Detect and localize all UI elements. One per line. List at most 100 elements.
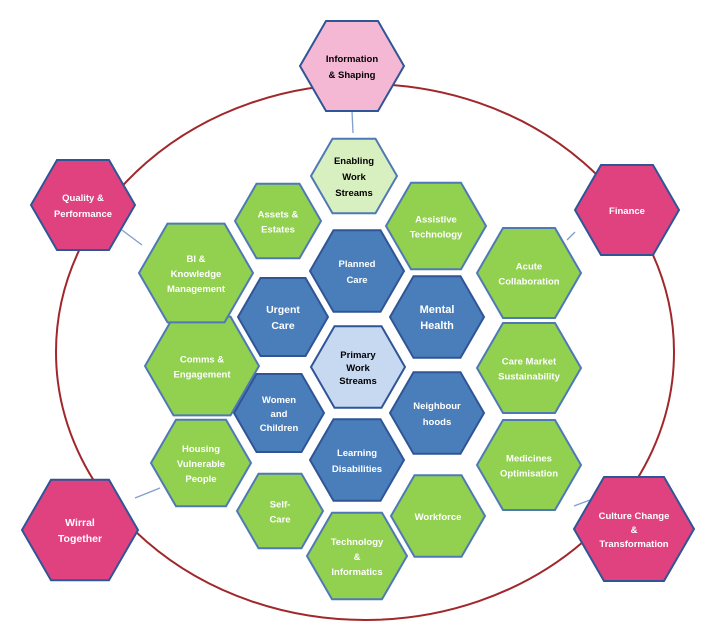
enabling-workforce-label-line: Workforce: [415, 512, 462, 523]
enabling-self-care-shape: [235, 472, 325, 550]
enabling-housing-vulnerable-people-label-line: Housing: [182, 444, 220, 455]
enabling-workforce-shape: [389, 474, 487, 558]
enabling-assets-estates-shape: [233, 182, 323, 260]
theme-quality-performance-shape: [29, 159, 137, 251]
enabling-care-market-sustainability-label-line: Care Market: [502, 357, 557, 368]
primary-women-and-children-label-line: and: [271, 409, 288, 420]
enabling-bi-knowledge-management-label-line: Management: [167, 284, 226, 295]
enabling-assistive-technology-label-line: Technology: [410, 230, 463, 241]
enabling-comms-engagement-label-line: Engagement: [173, 370, 231, 381]
enabling-core-label-line: Work: [342, 172, 366, 183]
primary-learning-disabilities-label-line: Learning: [337, 448, 377, 459]
theme-information-shaping: Information & Shaping: [298, 20, 406, 112]
theme-finance-shape: [573, 164, 681, 256]
connector-finance: [566, 231, 576, 241]
enabling-core-label-line: Streams: [335, 188, 373, 199]
enabling-self-care-label-line: Self-: [270, 500, 291, 511]
enabling-assets-estates-label-line: Assets &: [258, 210, 299, 221]
primary-women-and-children-shape: [232, 373, 326, 453]
enabling-core-label-line: Enabling: [334, 156, 374, 167]
theme-finance-label-line: Finance: [609, 206, 645, 217]
enabling-assistive-technology-label-line: Assistive: [415, 215, 457, 226]
enabling-assets-estates: Assets & Estates: [233, 182, 323, 260]
enabling-technology-informatics: Technology & Informatics: [305, 511, 409, 601]
theme-culture-change-transformation-label-line: Culture Change: [599, 511, 670, 522]
primary-mental-health-label-line: Mental: [420, 304, 455, 316]
primary-mental-health-shape: [388, 275, 486, 359]
enabling-comms-engagement: Comms & Engagement: [143, 315, 261, 417]
enabling-comms-engagement-label-line: Comms &: [180, 355, 224, 366]
connector-information-shaping: [351, 110, 354, 134]
enabling-self-care: Self- Care: [235, 472, 325, 550]
enabling-medicines-optimisation-label-line: Medicines: [506, 454, 552, 465]
enabling-housing-vulnerable-people-shape: [149, 418, 253, 508]
theme-information-shaping-label-line: & Shaping: [329, 70, 376, 81]
primary-learning-disabilities-shape: [308, 418, 406, 502]
connector-culture-change: [573, 499, 591, 507]
theme-quality-performance: Quality & Performance: [29, 159, 137, 251]
primary-urgent-care-label-line: Urgent: [266, 304, 300, 316]
enabling-housing-vulnerable-people-label-line: People: [185, 474, 216, 485]
primary-core-shape: [309, 325, 407, 409]
theme-information-shaping-shape: [298, 20, 406, 112]
connector-wirral-together: [134, 487, 161, 499]
enabling-care-market-sustainability-label-line: Sustainability: [498, 372, 560, 383]
primary-planned-care-shape: [308, 229, 406, 313]
hexagons: Assets &EstatesAssistiveTechnologyAcuteC…: [20, 20, 696, 601]
enabling-technology-informatics-label-line: Technology: [331, 537, 384, 548]
primary-planned-care-label-line: Planned: [339, 259, 376, 270]
enabling-acute-collaboration-shape: [475, 227, 583, 319]
primary-neighbourhoods-label-line: Neighbour: [413, 401, 461, 412]
enabling-technology-informatics-label-line: Informatics: [331, 567, 382, 578]
primary-urgent-care-label-line: Care: [271, 320, 295, 332]
primary-women-and-children-label-line: Women: [262, 395, 296, 406]
enabling-acute-collaboration-label-line: Acute: [516, 262, 542, 273]
enabling-self-care-label-line: Care: [269, 515, 290, 526]
theme-finance: Finance: [573, 164, 681, 256]
primary-learning-disabilities-label-line: Disabilities: [332, 464, 382, 475]
theme-culture-change-transformation-shape: [572, 476, 696, 582]
enabling-assets-estates-label-line: Estates: [261, 225, 295, 236]
theme-wirral-together-shape: [20, 478, 140, 582]
primary-women-and-children-label-line: Children: [260, 423, 299, 434]
primary-core-label-line: Streams: [339, 376, 377, 387]
enabling-core-shape: [309, 137, 399, 215]
enabling-medicines-optimisation-shape: [475, 419, 583, 511]
primary-planned-care-label-line: Care: [346, 275, 367, 286]
primary-core-label-line: Work: [346, 363, 370, 374]
primary-neighbourhoods: Neighbour hoods: [388, 371, 486, 455]
primary-urgent-care-shape: [236, 277, 330, 357]
enabling-bi-knowledge-management-label-line: Knowledge: [171, 269, 222, 280]
theme-culture-change-transformation: Culture Change & Transformation: [572, 476, 696, 582]
enabling-medicines-optimisation-label-line: Optimisation: [500, 469, 558, 480]
enabling-housing-vulnerable-people-label-line: Vulnerable: [177, 459, 225, 470]
theme-quality-performance-label-line: Quality &: [62, 193, 104, 204]
theme-wirral-together-label-line: Together: [58, 533, 102, 545]
enabling-bi-knowledge-management-label-line: BI &: [187, 254, 206, 265]
enabling-workforce: Workforce: [389, 474, 487, 558]
primary-neighbourhoods-shape: [388, 371, 486, 455]
theme-culture-change-transformation-label-line: Transformation: [599, 539, 668, 550]
theme-culture-change-transformation-label-line: &: [631, 525, 638, 536]
theme-wirral-together-label-line: Wirral: [65, 517, 95, 529]
primary-core-label-line: Primary: [340, 350, 376, 361]
primary-neighbourhoods-label-line: hoods: [423, 417, 452, 428]
theme-quality-performance-label-line: Performance: [54, 209, 112, 220]
theme-information-shaping-label-line: Information: [326, 54, 378, 65]
primary-mental-health-label-line: Health: [420, 320, 454, 332]
enabling-assistive-technology-shape: [384, 181, 488, 271]
enabling-technology-informatics-label-line: &: [354, 552, 361, 563]
